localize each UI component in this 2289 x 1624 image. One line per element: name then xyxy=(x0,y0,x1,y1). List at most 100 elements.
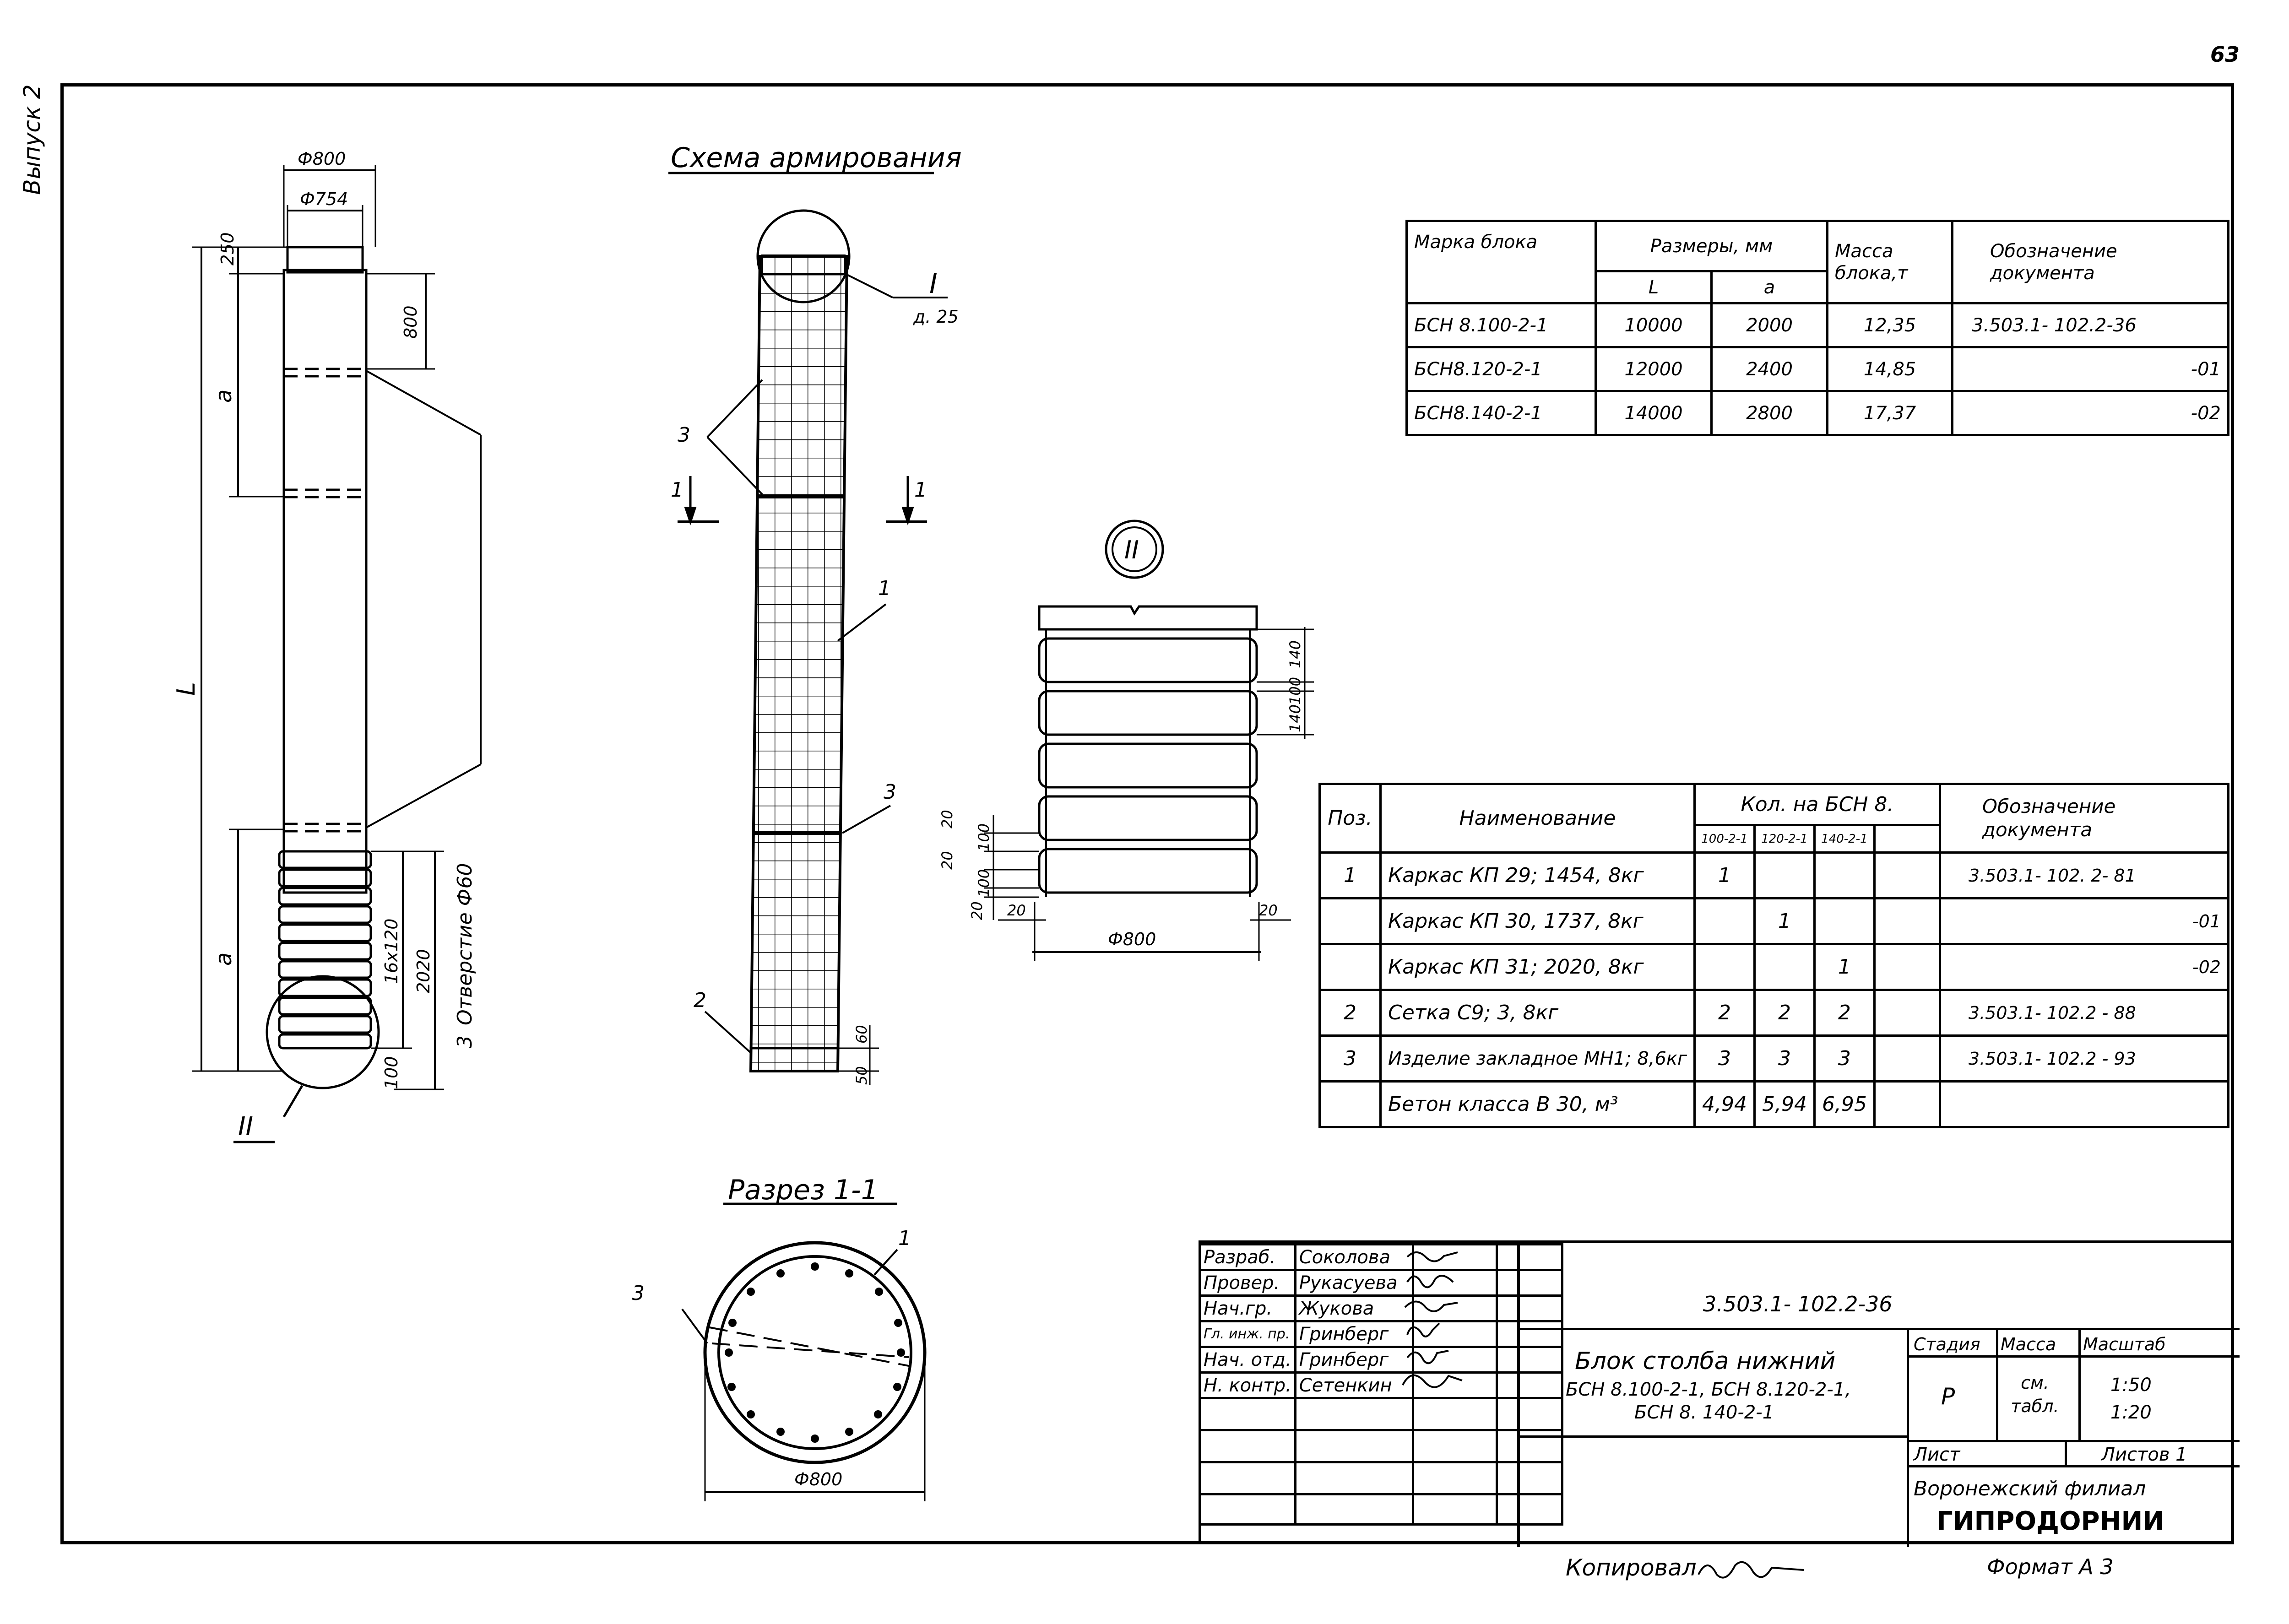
signature-cell xyxy=(1411,1371,1498,1399)
block-body xyxy=(282,269,368,894)
title-block: Разраб. Соколова Провер. Рукасуева Нач.г… xyxy=(1199,1240,2240,1547)
role-cell: Гл. инж. пр. xyxy=(1199,1320,1296,1348)
hdr-q1: 100-2-1 xyxy=(1693,824,1756,854)
reinforcement-view xyxy=(668,172,948,1085)
table-row: 2 Сетка С9; 3, 8кг 2 2 2 3.503.1- 102.2 … xyxy=(1318,989,2230,1037)
signature-6 xyxy=(1402,1374,1463,1388)
role-cell: Разраб. xyxy=(1199,1243,1296,1271)
hdr-name: Наименование xyxy=(1379,783,1696,854)
dim-outer-diameter: Ф800 xyxy=(298,149,346,169)
dim-a-lower: a xyxy=(211,953,237,966)
stage-value: Р xyxy=(1941,1383,1955,1410)
hdr-a: a xyxy=(1710,270,1828,304)
copied-by: Копировал xyxy=(1566,1554,1697,1581)
cell-pos xyxy=(1318,943,1382,991)
section-cut-dots xyxy=(725,1262,905,1443)
name-cell: Жукова xyxy=(1294,1294,1414,1322)
dim-ribs: 16x120 xyxy=(381,919,401,984)
drawing-frame xyxy=(60,83,2234,1544)
sheets-label: Листов 1 xyxy=(2101,1444,2187,1465)
stage-label: Стадия xyxy=(1914,1334,1980,1354)
cell-q1 xyxy=(1693,943,1756,991)
cell-name: Каркас КП 29; 1454, 8кг xyxy=(1379,851,1696,899)
role-cell: Провер. xyxy=(1199,1269,1296,1297)
cell-q1 xyxy=(1693,897,1756,945)
signatures xyxy=(1402,1251,1463,1388)
title-line-1: Блок столба нижний xyxy=(1575,1348,1836,1375)
title-block-right: 3.503.1- 102.2-36 Блок столба нижний БСН… xyxy=(1517,1243,2240,1547)
callout-I-circle xyxy=(756,209,851,303)
date-cell xyxy=(1495,1294,1563,1322)
cell-doc: 3.503.1- 102.2 - 88 xyxy=(1938,989,2230,1037)
role-cell: Н. контр. xyxy=(1199,1371,1296,1399)
date-cell xyxy=(1495,1269,1563,1297)
cell-doc: 3.503.1- 102.2 - 93 xyxy=(1938,1034,2230,1083)
date-cell xyxy=(1495,1371,1563,1399)
role-cell: Нач. отд. xyxy=(1199,1346,1296,1374)
hdr-q4 xyxy=(1873,824,1941,854)
cell-q3: 6,95 xyxy=(1813,1080,1876,1128)
detail-II-view xyxy=(984,520,1314,961)
cell-q2: 1 xyxy=(1753,897,1816,945)
title-line-3: БСН 8. 140-2-1 xyxy=(1634,1402,1774,1423)
dim-60: 60 xyxy=(853,1025,870,1044)
table-row: БСН8.120-2-1 12000 2400 14,85 -01 xyxy=(1405,346,2229,392)
date-cell xyxy=(1495,1320,1563,1348)
cell-doc: 3.503.1- 102. 2- 81 xyxy=(1938,851,2230,899)
dim-l100b: 100 xyxy=(975,869,993,897)
cell-mark: БСН8.120-2-1 xyxy=(1405,346,1597,392)
pos-3b: 3 xyxy=(884,780,896,804)
signature-3 xyxy=(1404,1300,1458,1312)
signature-1 xyxy=(1406,1251,1458,1262)
section-cut-title: Разрез 1-1 xyxy=(728,1174,879,1206)
cell-q1: 2 xyxy=(1693,989,1756,1037)
dim-detail-diameter: Ф800 xyxy=(1108,929,1156,949)
cell-pos: 3 xyxy=(1318,1034,1382,1083)
scale-value-2: 1:20 xyxy=(2110,1402,2152,1423)
copier-signature xyxy=(1698,1561,1804,1579)
signature-cell xyxy=(1411,1346,1498,1374)
table-row: 3 Изделие закладное МН1; 8,6кг 3 3 3 3.5… xyxy=(1318,1034,2230,1083)
cell-L: 12000 xyxy=(1595,346,1713,392)
ribbed-bottom xyxy=(278,850,372,1050)
hdr-qty: Кол. на БСН 8. xyxy=(1693,783,1941,826)
hole-count: 3 xyxy=(453,1035,477,1048)
name-cell: Гринберг xyxy=(1294,1346,1414,1374)
cell-q4 xyxy=(1873,851,1941,899)
name-cell: Рукасуева xyxy=(1294,1269,1414,1297)
cell-pos xyxy=(1318,1080,1382,1128)
cell-q1: 4,94 xyxy=(1693,1080,1756,1128)
cell-L: 10000 xyxy=(1595,302,1713,348)
section-cut-text: Разрез 1-1 1 3 Ф800 xyxy=(632,1174,911,1489)
section-pos-1: 1 xyxy=(898,1227,911,1250)
cell-q2: 2 xyxy=(1753,989,1816,1037)
callout-I-scale: д. 25 xyxy=(913,307,959,327)
cell-doc xyxy=(1938,1080,2230,1128)
dim-l20b: 20 xyxy=(938,851,956,870)
detail-II-circle xyxy=(266,975,380,1089)
cell-name: Бетон класса В 30, м³ xyxy=(1379,1080,1696,1128)
cell-a: 2400 xyxy=(1710,346,1828,392)
table-row: Каркас КП 30, 1737, 8кг 1 -01 xyxy=(1318,897,2230,945)
sheet-label: Лист xyxy=(1914,1444,1960,1465)
hdr-q3: 140-2-1 xyxy=(1813,824,1876,854)
pos-1: 1 xyxy=(878,577,891,600)
reinforcement-text: Схема армирования I д. 25 3 1 3 2 1 1 60… xyxy=(671,142,962,1085)
title-line-2: БСН 8.100-2-1, БСН 8.120-2-1, xyxy=(1566,1379,1851,1400)
cell-pos xyxy=(1318,897,1382,945)
cell-name: Каркас КП 30, 1737, 8кг xyxy=(1379,897,1696,945)
date-cell xyxy=(1495,1243,1563,1271)
signature-cell xyxy=(1411,1269,1498,1297)
detail-II-text: II 140 100 140 20 100 20 100 20 20 20 Ф8… xyxy=(938,536,1304,949)
cell-doc: -02 xyxy=(1938,943,2230,991)
cell-mass: 14,85 xyxy=(1826,346,1953,392)
scale-label: Масштаб xyxy=(2083,1334,2166,1354)
date-cell xyxy=(1495,1346,1563,1374)
mass-value: см. табл. xyxy=(2011,1373,2059,1417)
cell-a: 2000 xyxy=(1710,302,1828,348)
cell-q1: 1 xyxy=(1693,851,1756,899)
org-line-1: Воронежский филиал xyxy=(1914,1477,2146,1500)
cell-a: 2800 xyxy=(1710,390,1828,436)
dim-50: 50 xyxy=(853,1066,870,1085)
cell-mark: БСН8.140-2-1 xyxy=(1405,390,1597,436)
